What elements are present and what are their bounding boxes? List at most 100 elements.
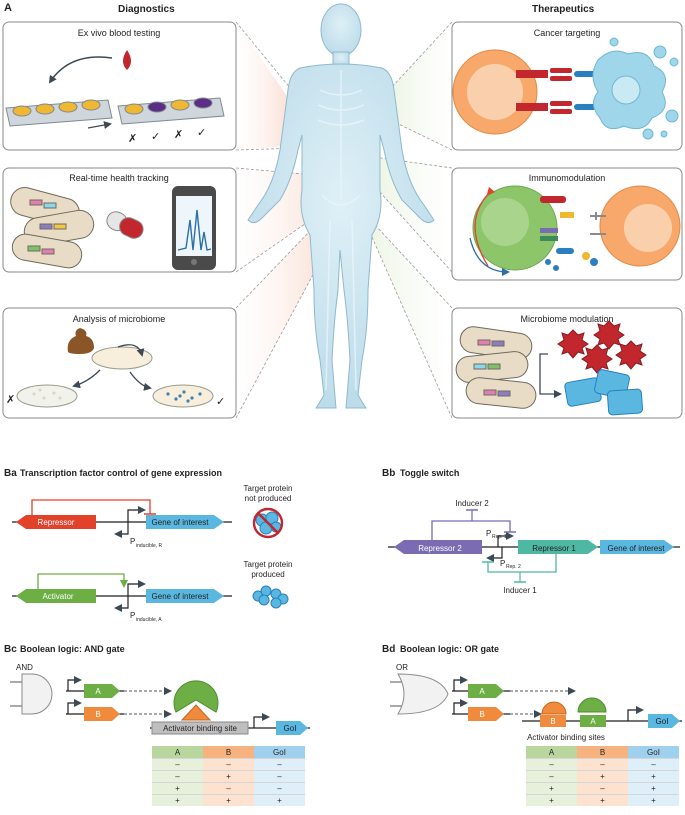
engineered-cell-icon: [472, 185, 558, 271]
arrow-icon: [48, 56, 113, 84]
binding-site-b: B: [540, 715, 566, 727]
repression-arrow: [31, 499, 151, 522]
or-gate-icon: [390, 673, 449, 715]
bc-title: Boolean logic: AND gate: [20, 644, 125, 654]
bacteria-icon: [455, 326, 537, 409]
gol-label: GoI: [284, 724, 297, 733]
not-produced-line1: Target protein: [244, 484, 293, 493]
receptor-icon: [516, 68, 596, 114]
gene-a-label: A: [95, 687, 101, 696]
skeleton-hint: [317, 70, 365, 391]
gene-b-bd: B: [468, 707, 504, 721]
cytokine-icon: [540, 196, 606, 271]
repressor2-label: Repressor 2: [418, 544, 462, 553]
promoter-r-sub: inducible, R: [136, 543, 163, 549]
promoter-arrow: [486, 547, 503, 562]
protein-icon: [252, 585, 289, 609]
immune-cell-icon: [599, 185, 681, 267]
fan-immuno: [360, 155, 452, 272]
table-row: –––: [152, 758, 305, 771]
table-row: –+–: [152, 770, 305, 783]
check-mark: ✓: [197, 127, 206, 139]
gene-label: Gene of interest: [152, 518, 210, 527]
blood-drop-icon: [123, 50, 131, 70]
col-a-header: A: [152, 746, 203, 759]
box-microbiome-analysis: Analysis of microbiome ✗ ✓: [2, 307, 237, 419]
p1-label: P: [486, 529, 491, 538]
inducer2-label: Inducer 2: [455, 499, 489, 508]
box-microbiome-mod: Microbiome modulation: [451, 307, 683, 419]
binding-site-label: Activator binding site: [163, 724, 237, 733]
col-b-header: B: [203, 746, 254, 759]
ba-letter: Ba: [4, 468, 17, 479]
petri-dish-icon: [91, 346, 153, 370]
inducer1-label: Inducer 1: [503, 586, 537, 595]
repressor-label: Repressor: [38, 518, 75, 527]
p2-sub: Rep. 2: [506, 564, 521, 570]
gene-a-bd: A: [468, 684, 504, 698]
repression-arrow: [487, 554, 557, 573]
cross-mark: ✗: [6, 394, 15, 406]
repressor1-label: Repressor 1: [532, 544, 576, 553]
p1-sub: Rep. 1: [492, 534, 507, 540]
arrow-icon: [469, 237, 510, 276]
activator-label: Activator: [42, 592, 73, 601]
produced-line2: produced: [251, 570, 284, 579]
diagnostics-title: Diagnostics: [118, 4, 175, 15]
table-row: –++: [526, 770, 679, 783]
capsule-icon: [106, 211, 144, 239]
gene-label: Gene of interest: [608, 544, 666, 553]
repressor1-gene: Repressor 1: [518, 540, 598, 554]
gene-b-bc: B: [84, 707, 120, 721]
test-plate-result: [117, 97, 225, 125]
bd-title: Boolean logic: OR gate: [400, 644, 499, 654]
bd-letter: Bd: [382, 644, 395, 655]
gene-of-interest-ba-bottom: Gene of interest: [146, 589, 224, 603]
or-gate-label: OR: [396, 663, 408, 672]
binding-site-a: A: [580, 715, 606, 727]
and-gate-label: AND: [16, 663, 33, 672]
blocked-protein-icon: [252, 507, 284, 539]
activator-binding-site: Activator binding site: [151, 721, 249, 735]
human-body: [247, 3, 435, 409]
check-mark: ✓: [151, 131, 160, 143]
gene-a-bc: A: [84, 684, 120, 698]
gol-gene-bc: GoI: [276, 721, 308, 735]
box-cancer: Cancer targeting: [451, 21, 683, 151]
or-activators-icon: [541, 697, 607, 715]
petri-dish-positive: [152, 384, 214, 408]
smartphone-icon: [172, 186, 216, 270]
produced-line1: Target protein: [244, 560, 293, 569]
repression-arrow: [431, 520, 511, 540]
box-ex-vivo: Ex vivo blood testing ✗ ✓ ✗ ✓: [2, 21, 237, 151]
check-mark: ✓: [216, 396, 225, 408]
bacteria-icon: [10, 187, 95, 269]
table-row: +––: [152, 782, 305, 795]
bb-letter: Bb: [382, 468, 395, 479]
col-a-header: A: [526, 746, 577, 759]
box-real-time: Real-time health tracking: [2, 167, 237, 273]
promoter-arrow: [114, 522, 129, 538]
table-row: +++: [152, 794, 305, 806]
stool-sample-icon: [67, 328, 94, 354]
therapeutics-title: Therapeutics: [532, 4, 595, 15]
real-time-label: Real-time health tracking: [69, 173, 169, 183]
t-cell-icon: [452, 49, 538, 135]
arrow-icon: [474, 186, 495, 267]
promoter-a-label: P: [130, 611, 135, 620]
arrow-icon: [117, 344, 145, 357]
immuno-label: Immunomodulation: [529, 173, 606, 183]
activator-gene: Activator: [16, 589, 96, 603]
cross-mark: ✗: [128, 133, 137, 145]
gene-label: Gene of interest: [152, 592, 210, 601]
test-plate-yellow: [5, 99, 113, 127]
promoter-arrow: [497, 532, 514, 547]
microbiome-analysis-label: Analysis of microbiome: [73, 314, 166, 324]
promoter-arrow: [114, 596, 129, 612]
promoter-arrow: [127, 506, 146, 522]
gene-b-label: B: [95, 710, 100, 719]
ex-vivo-label: Ex vivo blood testing: [78, 28, 161, 38]
panel-a-letter: A: [4, 2, 12, 14]
arrow-icon: [87, 121, 112, 130]
